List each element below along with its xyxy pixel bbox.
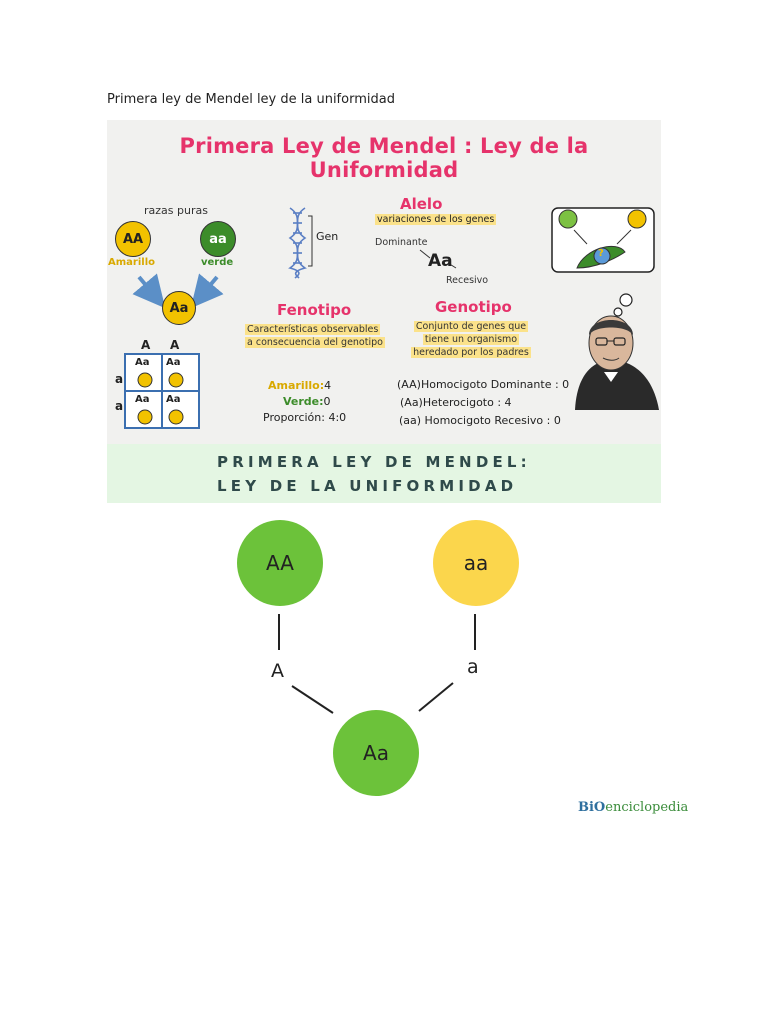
alelo-example: Aa bbox=[428, 251, 453, 271]
parent1-genotype: AA bbox=[122, 231, 144, 247]
razas-puras-label: razas puras bbox=[144, 204, 208, 217]
right-parent-circle: aa bbox=[433, 520, 519, 606]
green-pea-icon bbox=[558, 209, 578, 229]
parent-aa-recessive-circle: aa bbox=[200, 221, 236, 257]
right-allele-label: a bbox=[467, 656, 479, 678]
question-mark-icon: ? bbox=[598, 248, 604, 259]
punnett-row-header: a bbox=[115, 399, 124, 413]
dominante-label: Dominante bbox=[375, 237, 428, 248]
arrow-left bbox=[132, 273, 166, 309]
thought-bubble bbox=[551, 207, 655, 273]
parent2-label: verde bbox=[201, 257, 234, 268]
parent2-genotype: aa bbox=[209, 231, 227, 247]
punnett-cell: Aa bbox=[166, 357, 181, 368]
recesivo-arrow bbox=[447, 262, 457, 269]
proporcion-text: Proporción: 4:0 bbox=[263, 411, 347, 424]
fenotipo-description: Características observables a consecuenc… bbox=[245, 324, 385, 348]
banner-line-2: LEY DE LA UNIFORMIDAD bbox=[217, 477, 518, 495]
punnett-cell: Aa bbox=[135, 394, 150, 405]
dna-helix-icon bbox=[288, 207, 307, 279]
offspring-genotype: Aa bbox=[169, 300, 189, 316]
alelo-description: variaciones de los genes bbox=[375, 214, 497, 225]
arrow-right bbox=[190, 273, 224, 309]
infographic-arrows bbox=[124, 207, 659, 429]
child-genotype: Aa bbox=[363, 741, 389, 765]
genotype-list-item: (AA)Homocigoto Dominante : 0 bbox=[397, 378, 570, 391]
banner-line-1: PRIMERA LEY DE MENDEL: bbox=[217, 453, 531, 471]
recesivo-label: Recesivo bbox=[446, 275, 489, 286]
fenotipo-title: Fenotipo bbox=[277, 301, 352, 319]
punnett-cell: Aa bbox=[166, 394, 181, 405]
gen-label: Gen bbox=[316, 230, 339, 243]
infographic-title: Primera Ley de Mendel : Ley de la Unifor… bbox=[179, 134, 589, 182]
mendel-portrait-icon bbox=[575, 315, 659, 410]
punnett-col-header: A bbox=[141, 338, 151, 352]
genotipo-description: Conjunto de genes que tiene un organismo… bbox=[411, 321, 531, 358]
gen-bracket bbox=[308, 215, 313, 267]
left-parent-genotype: AA bbox=[266, 551, 294, 575]
genotype-list-item: (Aa)Heterocigoto : 4 bbox=[400, 396, 512, 409]
punnett-col-header: A bbox=[170, 338, 180, 352]
child-circle: Aa bbox=[333, 710, 419, 796]
parent-aa-dominant-circle: AA bbox=[115, 221, 151, 257]
right-parent-genotype: aa bbox=[463, 551, 489, 575]
genotype-list-item: (aa) Homocigoto Recesivo : 0 bbox=[399, 414, 561, 427]
bioenciclopedia-logo: BiOenciclopedia bbox=[578, 800, 689, 815]
genotipo-title: Genotipo bbox=[435, 298, 512, 316]
yellow-pea-icon bbox=[627, 209, 647, 229]
parent1-label: Amarillo bbox=[108, 257, 155, 268]
offspring-circle: Aa bbox=[162, 291, 196, 325]
amarillo-count: Amarillo:4 bbox=[268, 379, 332, 392]
document-caption: Primera ley de Mendel ley de la uniformi… bbox=[107, 92, 395, 107]
punnett-cell: Aa bbox=[135, 357, 150, 368]
verde-count: Verde:0 bbox=[283, 395, 331, 408]
left-parent-circle: AA bbox=[237, 520, 323, 606]
title-banner: PRIMERA LEY DE MENDEL: LEY DE LA UNIFORM… bbox=[107, 444, 661, 503]
mendel-infographic: Primera Ley de Mendel : Ley de la Unifor… bbox=[107, 120, 661, 503]
dominante-arrow bbox=[419, 249, 431, 259]
punnett-row-header: a bbox=[115, 372, 124, 386]
left-allele-label: A bbox=[271, 660, 284, 682]
alelo-title: Alelo bbox=[400, 195, 443, 213]
